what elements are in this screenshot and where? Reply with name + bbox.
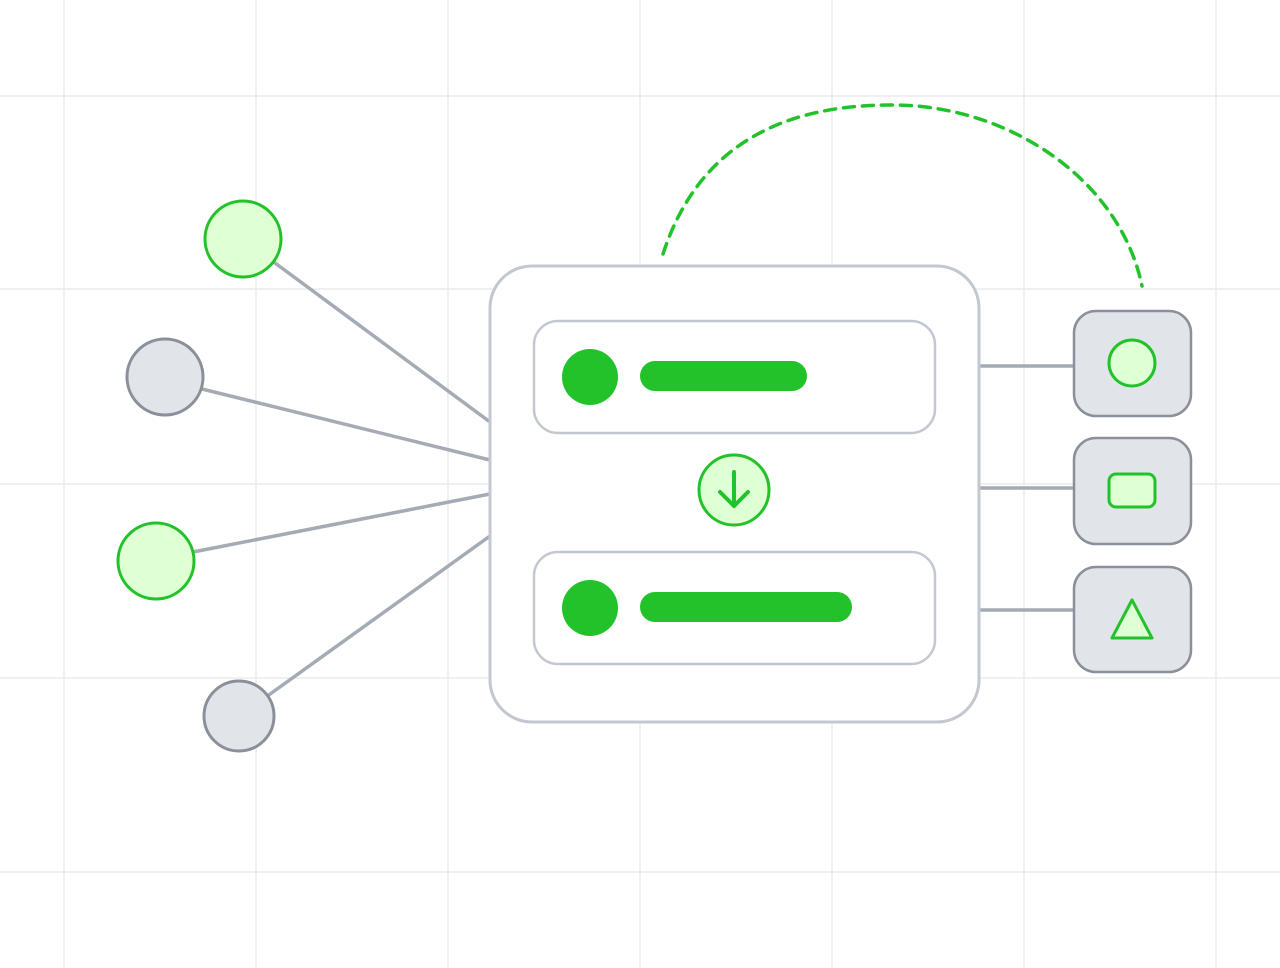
input-node-2[interactable] — [125, 337, 205, 417]
triangle-icon — [1110, 598, 1154, 640]
connector-input-4 — [264, 534, 492, 699]
input-node-1[interactable] — [203, 199, 283, 279]
feedback-loop-arc — [661, 103, 1144, 288]
row-text-placeholder-bar — [640, 361, 807, 391]
input-node-3[interactable] — [116, 521, 196, 601]
output-connectors — [979, 364, 1076, 612]
output-nodes — [1072, 309, 1193, 674]
step-indicator — [697, 453, 771, 527]
row-status-dot — [562, 580, 618, 636]
output-node-triangle[interactable] — [1072, 565, 1193, 674]
row-status-dot — [562, 349, 618, 405]
connector-input-1 — [269, 258, 492, 424]
output-node-rectangle[interactable] — [1072, 436, 1193, 546]
input-nodes — [116, 199, 283, 753]
rectangle-icon — [1107, 472, 1157, 509]
process-row-1[interactable] — [532, 319, 937, 435]
connector-input-2 — [200, 387, 492, 462]
arrow-down-icon — [718, 470, 750, 508]
circle-icon — [1107, 338, 1157, 388]
input-node-4[interactable] — [202, 679, 276, 753]
input-connectors — [191, 258, 492, 699]
process-card[interactable] — [488, 264, 981, 724]
process-row-2[interactable] — [532, 550, 937, 666]
connector-input-3 — [191, 492, 492, 554]
output-node-circle[interactable] — [1072, 309, 1193, 418]
row-text-placeholder-bar — [640, 592, 852, 622]
